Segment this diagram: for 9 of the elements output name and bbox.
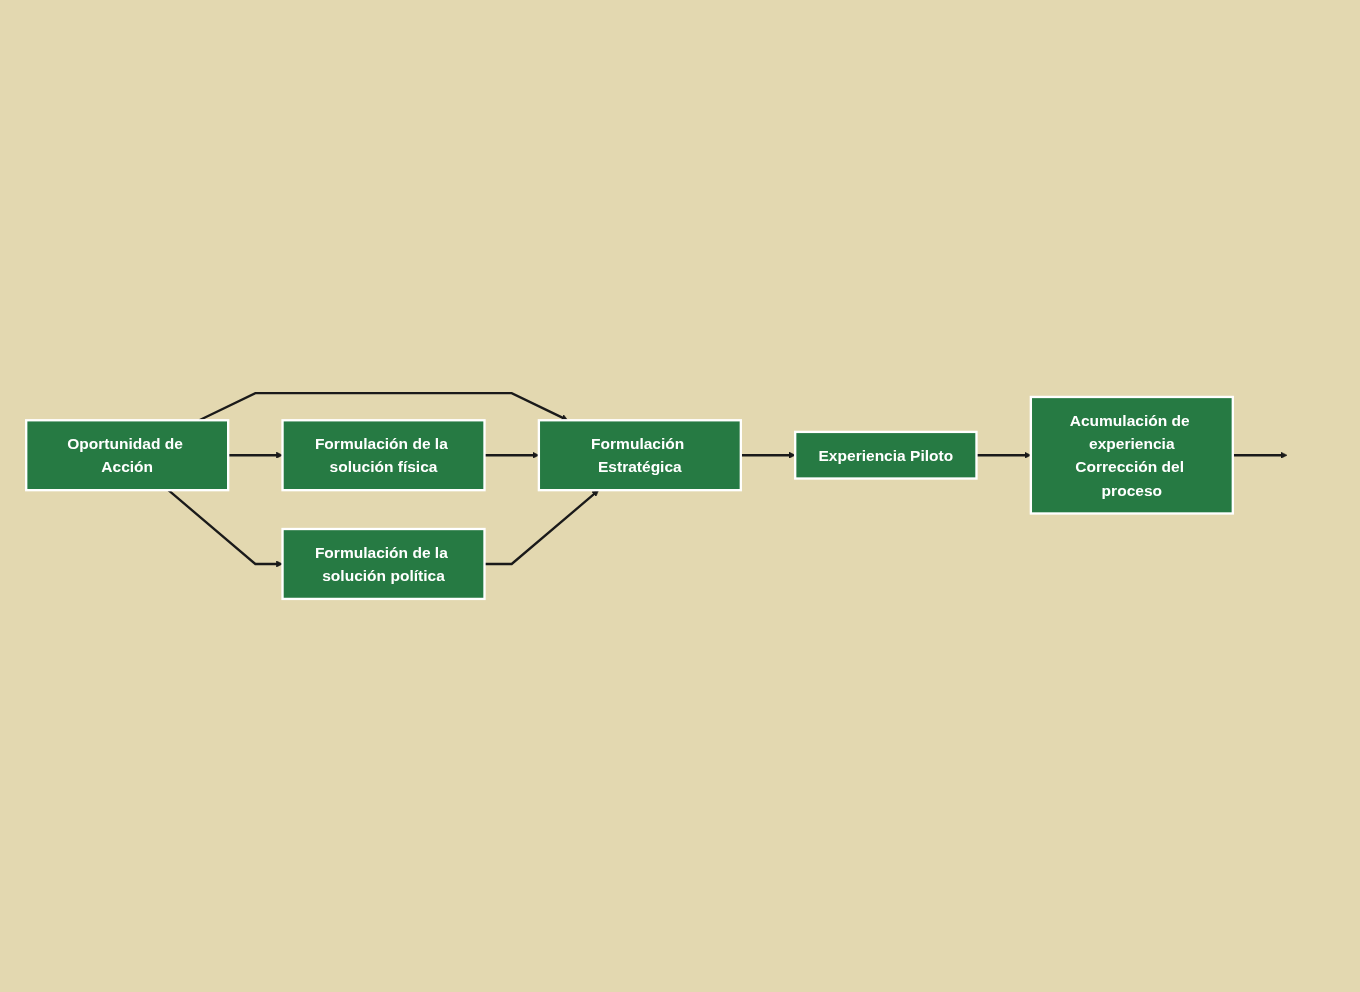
- arrow: [228, 451, 283, 459]
- arrow: [1232, 451, 1288, 459]
- node-box: Formulación de la solución política: [281, 527, 486, 601]
- node-box: Acumulación de experiencia Corrección del proceso: [1029, 395, 1234, 515]
- node-box: Formulación Estratégica: [537, 419, 742, 492]
- node-box: Oportunidad de Acción: [25, 419, 230, 492]
- node-box: Formulación de la solución física: [281, 419, 486, 492]
- node-box: Experiencia Piloto: [794, 430, 978, 480]
- arrow: [740, 451, 796, 459]
